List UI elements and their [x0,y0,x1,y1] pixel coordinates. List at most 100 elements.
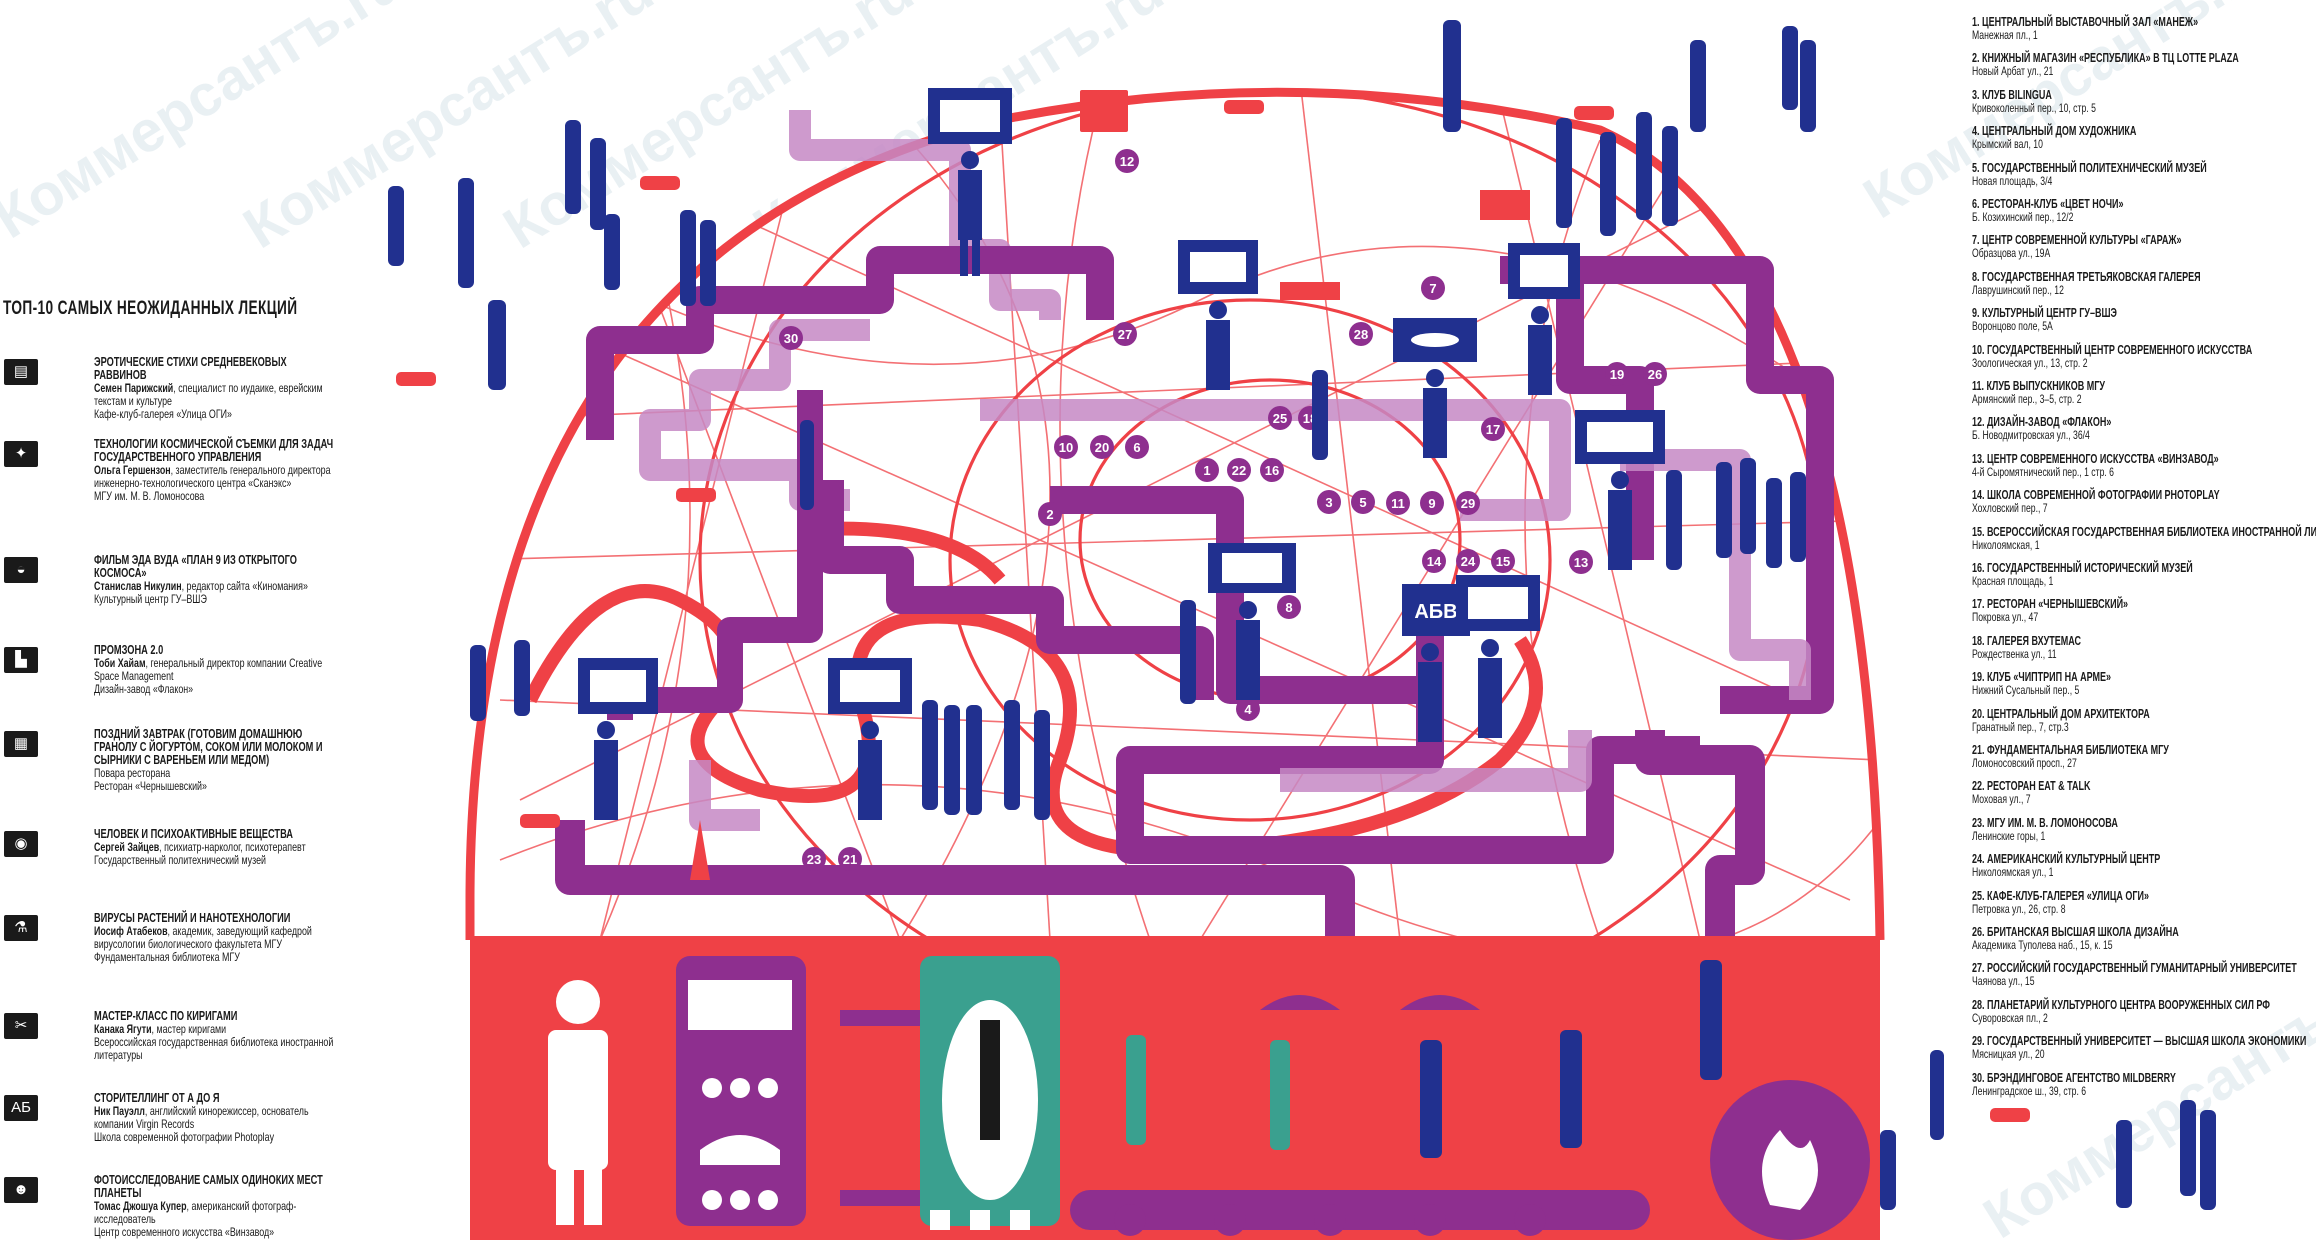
badge-15[interactable]: 15 [1491,549,1515,573]
venue-address: Рождественка ул., 11 [1972,646,2057,661]
sign-holder-figure [1508,243,1580,395]
venue-item: 2. Книжный магазин «Республика» в ТЦ Lot… [1972,52,2303,78]
badge-12[interactable]: 12 [1115,149,1139,173]
badge-28[interactable]: 28 [1349,322,1373,346]
badge-11[interactable]: 11 [1386,491,1410,515]
venue-item: 17. Ресторан «Чернышевский»Покровка ул.,… [1972,598,2303,624]
venue-item: 22. Ресторан Eat & TalkМоховая ул., 7 [1972,780,2303,806]
venue-name: 23. МГУ им. М. В. Ломоносова [1972,815,2118,830]
lecture-speaker: Иосиф Атабеков [94,924,168,938]
sign-holder-figure [828,658,912,820]
badge-7[interactable]: 7 [1421,276,1445,300]
lecture-speaker: Сергей Зайцев [94,840,160,854]
venue-item: 28. Планетарий Культурного центра Вооруж… [1972,998,2303,1025]
decorative-cars [396,90,2030,1122]
badge-22[interactable]: 22 [1227,458,1251,482]
badge-25[interactable]: 25 [1268,406,1292,430]
venue-address: Б. Козихинский пер., 12/2 [1972,210,2074,224]
badge-16[interactable]: 16 [1260,458,1284,482]
badge-27[interactable]: 27 [1113,322,1137,346]
venue-address: Кривоколенный пер., 10, стр. 5 [1972,100,2096,115]
lecture-venue: МГУ им. М. В. Ломоносова [94,489,205,503]
lecture-title: Фильм Эда Вуда «План 9 из открытого косм… [94,553,297,580]
venue-item: 8. Государственная Третьяковская галерея… [1972,270,2303,297]
lecture-title: Технологии космической съемки для задач … [94,437,334,464]
badge-label: 8 [1285,600,1292,615]
sign-holder-figure [1456,575,1540,738]
venue-name: 1. Центральный выставочный зал «Манеж» [1972,15,2199,29]
venue-address: Суворовская пл., 2 [1972,1010,2048,1025]
badge-19[interactable]: 19 [1605,362,1629,386]
sign-holder-figure [1178,240,1258,390]
lecture-venue: Дизайн-завод «Флакон» [94,682,194,696]
toaster-icon: ▦ [4,731,38,757]
badge-20[interactable]: 20 [1090,435,1114,459]
venue-address: Армянский пер., 3–5, стр. 2 [1972,392,2082,406]
badge-4[interactable]: 4 [1236,697,1260,721]
venue-address: Зоологическая ул., 13, стр. 2 [1972,355,2088,370]
badge-17[interactable]: 17 [1481,417,1505,441]
venue-name: 14. Школа современной фотографии Photopl… [1972,488,2220,503]
lecture-role: , специалист по иудаике, еврейским текст… [94,381,323,408]
venue-address: Мясницкая ул., 20 [1972,1047,2045,1062]
legend-title: ТОП-10 САМЫХ НЕОЖИДАННЫХ ЛЕКЦИЙ [3,298,298,319]
badge-label: 9 [1428,496,1435,511]
scissors-icon: ✂ [4,1013,38,1039]
badge-24[interactable]: 24 [1456,549,1480,573]
venue-address: Чаянова ул., 15 [1972,974,2035,989]
venue-item: 19. Клуб «Чиптрип на Арме»Нижний Сусальн… [1972,671,2303,697]
sign-holder-figure [1208,543,1296,700]
badge-14[interactable]: 14 [1422,549,1446,573]
venue-address: Николоямская ул., 1 [1972,865,2054,880]
badge-label: 16 [1265,463,1279,478]
lecture-title: Вирусы растений и нанотехнологии [94,911,291,925]
badge-1[interactable]: 1 [1195,458,1219,482]
badge-23[interactable]: 23 [802,847,826,871]
badge-13[interactable]: 13 [1569,550,1593,574]
venue-name: 21. Фундаментальная библиотека МГУ [1972,743,2169,757]
venue-name: 13. Центр современного искусства «Винзав… [1972,451,2219,466]
venue-address: Покровка ул., 47 [1972,610,2039,625]
badge-label: 4 [1244,702,1252,717]
venue-name: 9. Культурный центр ГУ–ВШЭ [1972,306,2117,321]
factory-panel [470,936,1880,1240]
badge-21[interactable]: 21 [838,847,862,871]
badge-label: 27 [1118,327,1132,342]
lecture-venue: Кафе-клуб-галерея «Улица ОГИ» [94,407,232,421]
badge-6[interactable]: 6 [1125,435,1149,459]
venue-item: 24. Американский культурный центрНиколоя… [1972,853,2303,879]
venue-address: Нижний Сусальный пер., 5 [1972,683,2080,698]
venue-address: Петровка ул., 26, стр. 8 [1972,901,2066,916]
venue-address: Гранатный пер., 7, стр.3 [1972,719,2069,734]
badge-2[interactable]: 2 [1038,502,1062,526]
lecture-speaker: Томас Джошуа Купер [94,1199,187,1213]
lecture-role: , заместитель генерального директора инж… [94,463,331,490]
badge-29[interactable]: 29 [1456,491,1480,515]
venue-name: 12. Дизайн-завод «Флакон» [1972,415,2112,430]
badge-5[interactable]: 5 [1351,490,1375,514]
lecture-speaker: Ольга Гершензон [94,463,171,477]
badge-label: 21 [843,852,857,867]
venue-name: 6. Ресторан-клуб «Цвет ночи» [1972,197,2124,211]
pill-icon: ◉ [4,831,38,857]
badge-3[interactable]: 3 [1317,490,1341,514]
badge-9[interactable]: 9 [1420,491,1444,515]
badge-26[interactable]: 26 [1643,362,1667,386]
venue-name: 15. Всероссийская государственная библио… [1972,524,2316,539]
venue-address: Манежная пл., 1 [1972,28,2038,42]
venue-address: Крымский вал, 10 [1972,137,2043,152]
badge-label: 2 [1046,507,1053,522]
badge-30[interactable]: 30 [779,326,803,350]
venue-name: 30. Брэндинговое агентство Mildberry [1972,1070,2176,1085]
watermark-text: Коммерсантъ.ru [0,0,414,251]
ufo-icon: ◒ [4,557,38,583]
badge-label: 15 [1496,554,1510,569]
venue-item: 30. Брэндинговое агентство MildberryЛени… [1972,1070,2303,1098]
badge-10[interactable]: 10 [1054,435,1078,459]
lecture-venue: Ресторан «Чернышевский» [94,779,207,793]
sign-holder-figure [578,658,658,820]
badge-8[interactable]: 8 [1277,595,1301,619]
venue-item: 26. Британская высшая школа дизайнаАкаде… [1972,926,2303,952]
